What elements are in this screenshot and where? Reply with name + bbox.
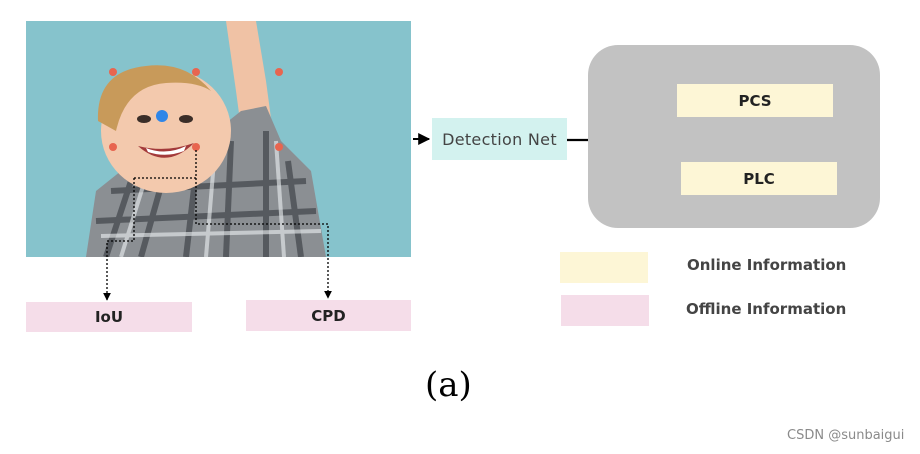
- figure-caption: (a): [425, 365, 472, 405]
- cpd-label: CPD: [311, 306, 346, 325]
- watermark: CSDN @sunbaigui: [787, 428, 905, 443]
- legend-offline-label: Offline Information: [686, 300, 847, 318]
- plc-box: PLC: [681, 162, 837, 195]
- child-photo: [26, 21, 411, 257]
- output-panel: [588, 45, 880, 228]
- child-photo-illustration: [26, 21, 411, 257]
- iou-label: IoU: [94, 308, 124, 326]
- pcs-box: PCS: [677, 84, 833, 117]
- legend-online-label: Online Information: [687, 256, 847, 274]
- pcs-label: PCS: [738, 91, 772, 110]
- iou-box: IoU: [26, 302, 192, 332]
- legend-offline-swatch: [561, 295, 649, 326]
- legend-online-swatch: [560, 252, 648, 283]
- cpd-box: CPD: [246, 300, 411, 331]
- detection-net-box: Detection Net: [432, 118, 567, 160]
- plc-label: PLC: [743, 169, 775, 188]
- detection-net-label: Detection Net: [442, 129, 557, 149]
